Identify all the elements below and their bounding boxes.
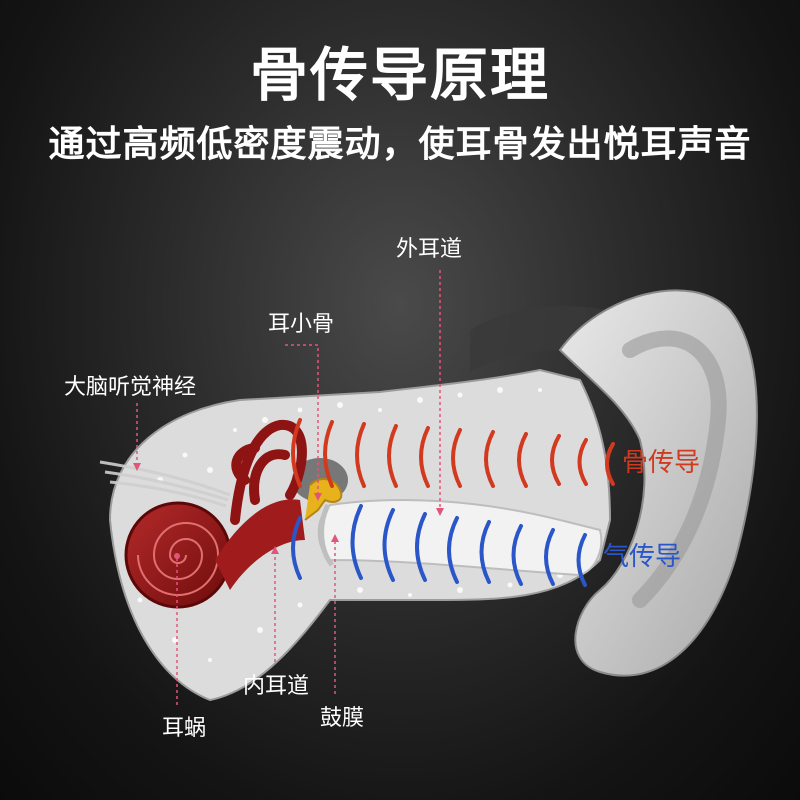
semicircular-canals xyxy=(230,419,307,525)
bone-conduction-label: 骨传导 xyxy=(622,448,701,478)
page-subtitle: 通过高频低密度震动，使耳骨发出悦耳声音 xyxy=(48,124,752,165)
outer-ear xyxy=(558,289,758,677)
bone-conduction-waves xyxy=(291,418,615,488)
eardrum xyxy=(319,503,335,567)
ossicles xyxy=(304,478,343,521)
label-eardrum: 鼓膜 xyxy=(320,706,365,731)
air-conduction-waves xyxy=(291,504,587,587)
label-inner-ear-canal: 内耳道 xyxy=(243,674,310,699)
leader-arrowheads xyxy=(133,463,444,559)
air-conduction-label: 气传导 xyxy=(603,542,682,572)
leader-lines xyxy=(136,270,441,705)
ear-inner-fold xyxy=(622,330,727,608)
auditory-nerve-fibers xyxy=(99,460,231,508)
page-title: 骨传导原理 xyxy=(249,41,550,109)
vestibule xyxy=(215,499,305,590)
label-ossicles: 耳小骨 xyxy=(268,312,335,337)
label-auditory-nerve: 大脑听觉神经 xyxy=(64,375,197,400)
label-cochlea: 耳蜗 xyxy=(162,716,207,741)
label-outer-ear-canal: 外耳道 xyxy=(396,237,463,262)
